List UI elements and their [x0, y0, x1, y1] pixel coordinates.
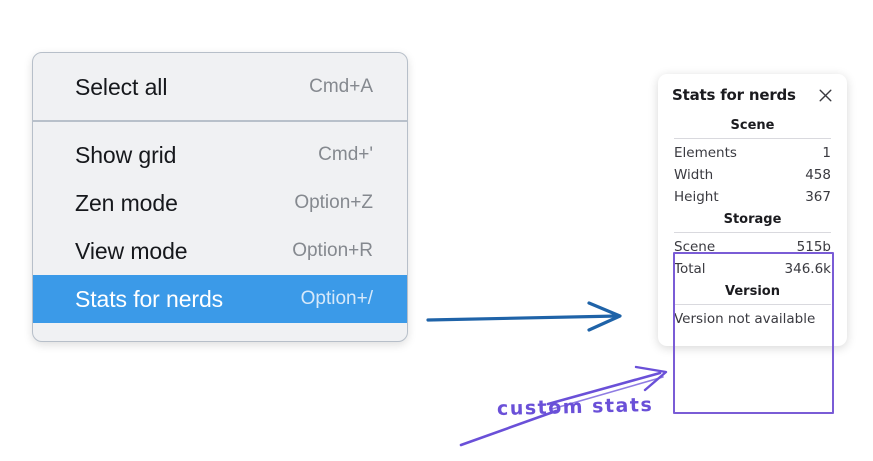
stat-value: 458 — [805, 167, 831, 183]
stat-key: Elements — [674, 145, 737, 161]
stat-value: 515b — [796, 239, 831, 255]
menu-item-shortcut: Cmd+A — [309, 76, 373, 97]
stat-key: Scene — [674, 239, 716, 255]
menu-item-shortcut: Option+/ — [300, 288, 373, 309]
section-heading-storage: Storage — [723, 212, 782, 227]
stat-value: 1 — [822, 145, 831, 161]
stat-key: Width — [674, 167, 714, 183]
section-rule — [674, 232, 831, 233]
menu-item-stats-for-nerds[interactable]: Stats for nerds Option+/ — [33, 275, 407, 323]
stat-key: Height — [674, 189, 719, 205]
close-icon[interactable] — [818, 88, 833, 103]
menu-item-zen-mode[interactable]: Zen mode Option+Z — [33, 179, 407, 227]
stats-panel-header: Stats for nerds — [672, 86, 833, 104]
stat-row-total-storage: Total 346.6k — [672, 258, 833, 280]
menu-item-label: View mode — [75, 237, 188, 264]
version-value: Version not available — [674, 311, 816, 327]
menu-item-shortcut: Option+Z — [294, 192, 373, 213]
menu-item-label: Select all — [75, 73, 168, 100]
stat-row-width: Width 458 — [672, 164, 833, 186]
menu-item-shortcut: Option+R — [292, 240, 373, 261]
menu-separator-space — [33, 122, 407, 131]
stat-value: 346.6k — [784, 261, 831, 277]
menu-item-label: Show grid — [75, 141, 177, 168]
menu-item-show-grid[interactable]: Show grid Cmd+' — [33, 131, 407, 179]
menu-item-label: Zen mode — [75, 189, 178, 216]
menu-item-view-mode[interactable]: View mode Option+R — [33, 227, 407, 275]
menu-item-select-all[interactable]: Select all Cmd+A — [33, 63, 407, 111]
blue-arrow-annotation — [426, 301, 622, 332]
menu-separator — [33, 120, 407, 122]
menu-item-shortcut: Cmd+' — [318, 144, 373, 165]
section-rule — [674, 304, 831, 305]
stats-panel-title: Stats for nerds — [672, 86, 796, 104]
context-menu: Select all Cmd+A Show grid Cmd+' Zen mod… — [32, 52, 408, 342]
stat-row-height: Height 367 — [672, 186, 833, 208]
section-heading-version: Version — [725, 284, 780, 299]
menu-item-label: Stats for nerds — [75, 285, 224, 312]
stat-value: 367 — [805, 189, 831, 205]
section-heading-scene: Scene — [730, 118, 775, 133]
menu-bottom-padding — [33, 323, 407, 341]
stat-row-scene-storage: Scene 515b — [672, 236, 833, 258]
stats-for-nerds-panel: Stats for nerds Scene Elements 1 Width 4… — [658, 74, 847, 346]
stat-key: Total — [674, 261, 706, 277]
menu-top-padding — [33, 53, 407, 63]
section-rule — [674, 138, 831, 139]
custom-stats-note: custom stats — [496, 393, 654, 421]
stat-row-elements: Elements 1 — [672, 142, 833, 164]
